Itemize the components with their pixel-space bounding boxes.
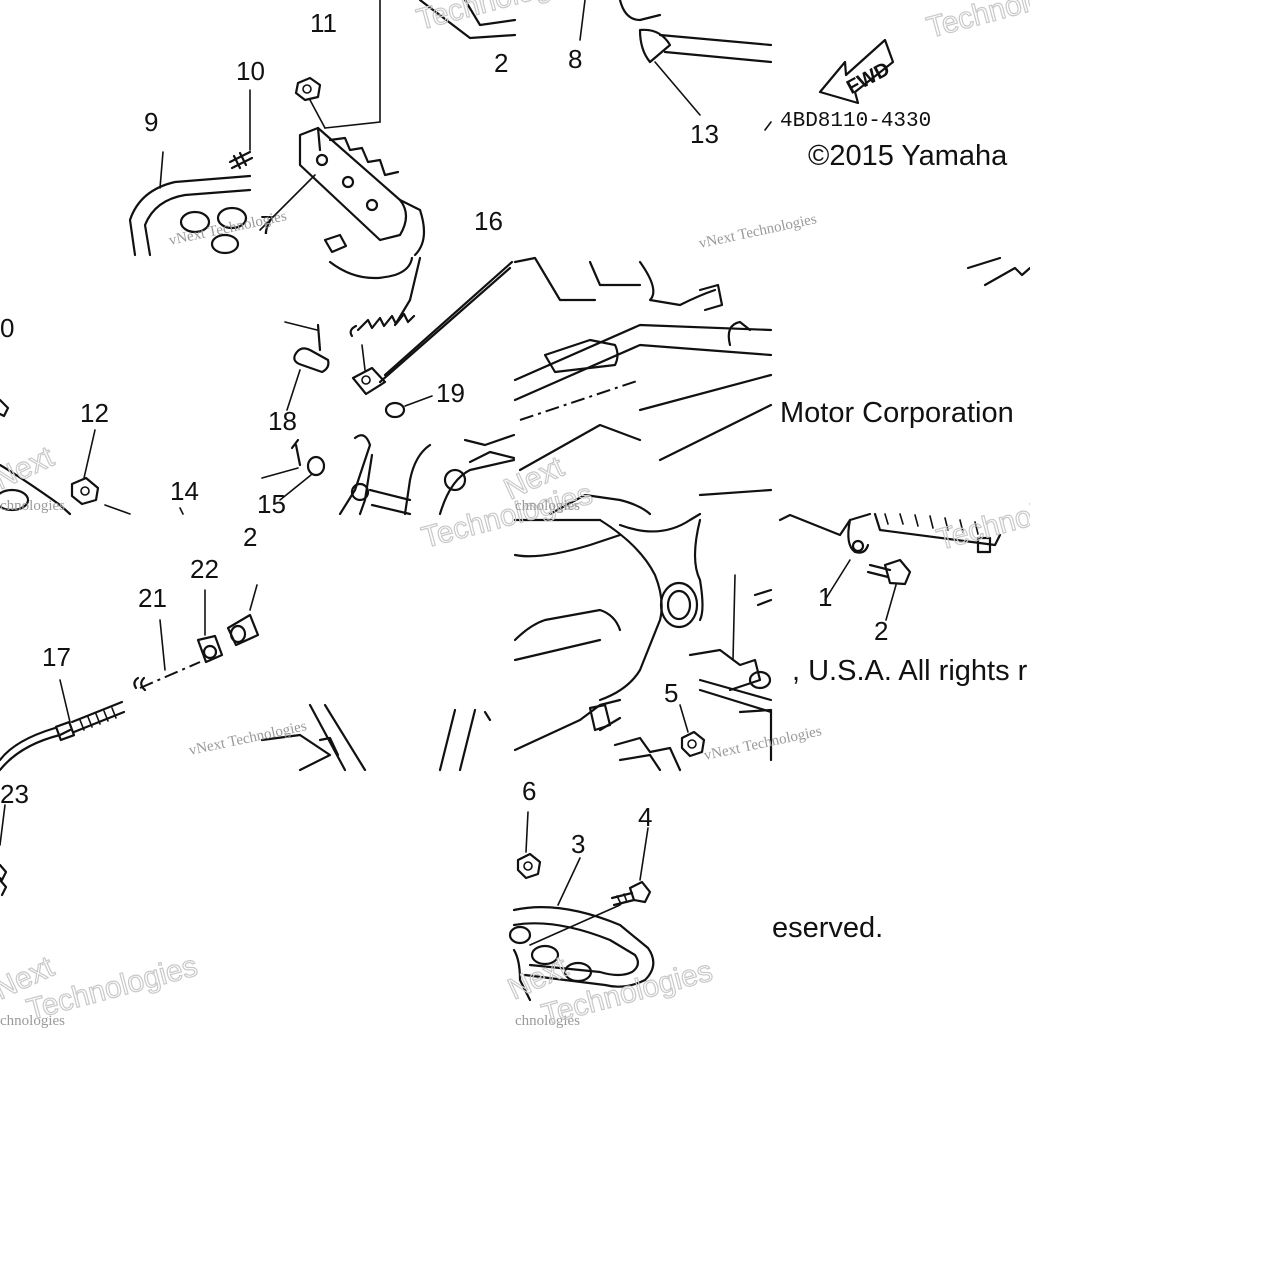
joint-end bbox=[226, 584, 260, 647]
callout-2: 2 bbox=[874, 616, 888, 646]
callout-11: 11 bbox=[310, 8, 337, 38]
callout-20: 2 bbox=[494, 48, 508, 78]
copyright-line-1: ©2015 Yamaha bbox=[808, 140, 1008, 172]
watermark-vnext-2: vNext Technologies bbox=[188, 718, 309, 759]
callout-19: 19 bbox=[436, 378, 465, 408]
watermark-partial-2: chnologies bbox=[515, 498, 580, 514]
watermark-partial-4: chnologies bbox=[515, 1013, 580, 1029]
cotter-pin bbox=[261, 438, 326, 501]
callout-22: 22 bbox=[190, 554, 219, 584]
watermark-technologies-1: Technologies bbox=[413, 0, 591, 37]
footpeg-1 bbox=[778, 512, 1002, 601]
callout-8: 8 bbox=[568, 44, 582, 74]
watermark-next-4: Next bbox=[0, 440, 59, 496]
nut-11 bbox=[294, 76, 322, 102]
nut-6 bbox=[516, 811, 542, 880]
callout-17: 17 bbox=[42, 642, 71, 672]
frame-lower-center bbox=[513, 512, 773, 772]
bolt-2 bbox=[866, 558, 912, 621]
callout-16: 16 bbox=[474, 206, 503, 236]
callout-18: 18 bbox=[268, 406, 297, 436]
footrest-left-lower bbox=[0, 398, 184, 516]
frame-top-left bbox=[418, 0, 517, 40]
brake-cable-17 bbox=[0, 679, 126, 772]
callout-14: 14 bbox=[170, 476, 199, 506]
frame-center bbox=[513, 256, 773, 516]
nut-5 bbox=[679, 704, 706, 758]
watermark-partial-1: chnologies bbox=[0, 498, 65, 514]
callout-23: 23 bbox=[0, 779, 29, 809]
pin-18 bbox=[284, 321, 330, 411]
frame-fragment-right bbox=[966, 256, 1032, 287]
footpeg-7 bbox=[259, 0, 426, 257]
callout-labels: 1 2 3 4 5 6 7 8 9 10 0 11 12 13 14 15 16… bbox=[0, 8, 888, 859]
callout-7: 7 bbox=[260, 210, 274, 240]
watermark-vnext-3: vNext Technologies bbox=[703, 723, 824, 764]
frame-lower-left bbox=[260, 703, 492, 772]
callout-1: 1 bbox=[818, 582, 832, 612]
callout-24-partial: 2 bbox=[243, 522, 257, 552]
callout-10: 10 bbox=[236, 56, 265, 86]
bolt-4 bbox=[610, 827, 652, 907]
callout-5: 5 bbox=[664, 678, 678, 708]
brake-rod bbox=[351, 260, 514, 396]
callout-13: 13 bbox=[690, 119, 719, 149]
watermark-vnext-1: vNext Technologies bbox=[698, 211, 819, 252]
footrest-3 bbox=[508, 857, 655, 1002]
callout-6: 6 bbox=[522, 776, 536, 806]
watermark-partial-3: chnologies bbox=[0, 1013, 65, 1029]
fwd-label: FWD bbox=[843, 58, 894, 99]
brake-pedal-arm bbox=[328, 256, 516, 516]
callout-9: 9 bbox=[144, 107, 158, 137]
callout-4: 4 bbox=[638, 802, 652, 832]
callout-15: 15 bbox=[257, 489, 286, 519]
copyright-line-3: , U.S.A. All rights r bbox=[792, 655, 1028, 687]
bolt-16 bbox=[323, 233, 348, 254]
callout-12: 12 bbox=[80, 398, 109, 428]
nut-12 bbox=[70, 429, 100, 506]
collar-22 bbox=[196, 589, 224, 664]
pin-21 bbox=[133, 619, 201, 692]
copyright-line-4: eserved. bbox=[772, 912, 883, 944]
footrest-bracket-left bbox=[128, 151, 252, 257]
copyright-line-2: Motor Corporation bbox=[780, 397, 1014, 429]
fwd-arrow-icon: FWD bbox=[818, 38, 895, 105]
spring-20 bbox=[349, 312, 416, 338]
callout-21: 21 bbox=[138, 583, 167, 613]
callout-3: 3 bbox=[571, 829, 585, 859]
bolt-10-upper bbox=[228, 89, 254, 170]
diagram-code: 4BD8110-4330 bbox=[780, 110, 931, 133]
callout-10-partial: 0 bbox=[0, 313, 14, 343]
washer-19 bbox=[384, 395, 433, 419]
part-23-fragment bbox=[0, 804, 8, 897]
clip-13 bbox=[579, 0, 773, 131]
